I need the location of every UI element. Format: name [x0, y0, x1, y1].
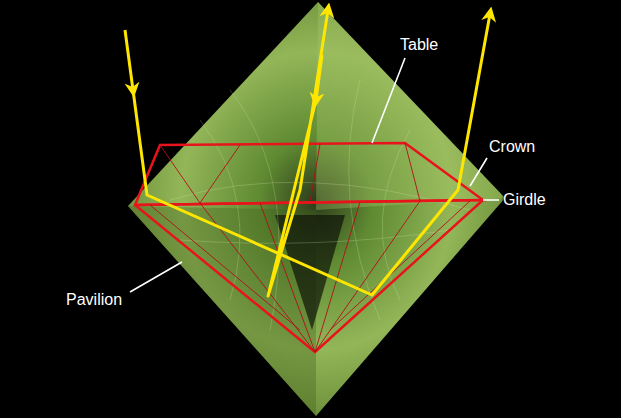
- crystal-face: [316, 2, 505, 210]
- cut-outline: [135, 143, 483, 352]
- part-label: Pavilion: [66, 291, 122, 309]
- part-label: Crown: [489, 138, 535, 156]
- light-ray: [125, 10, 490, 296]
- part-label: Table: [400, 36, 438, 54]
- leader-line: [130, 58, 499, 292]
- crystal: [128, 2, 505, 416]
- part-label: Girdle: [503, 191, 546, 209]
